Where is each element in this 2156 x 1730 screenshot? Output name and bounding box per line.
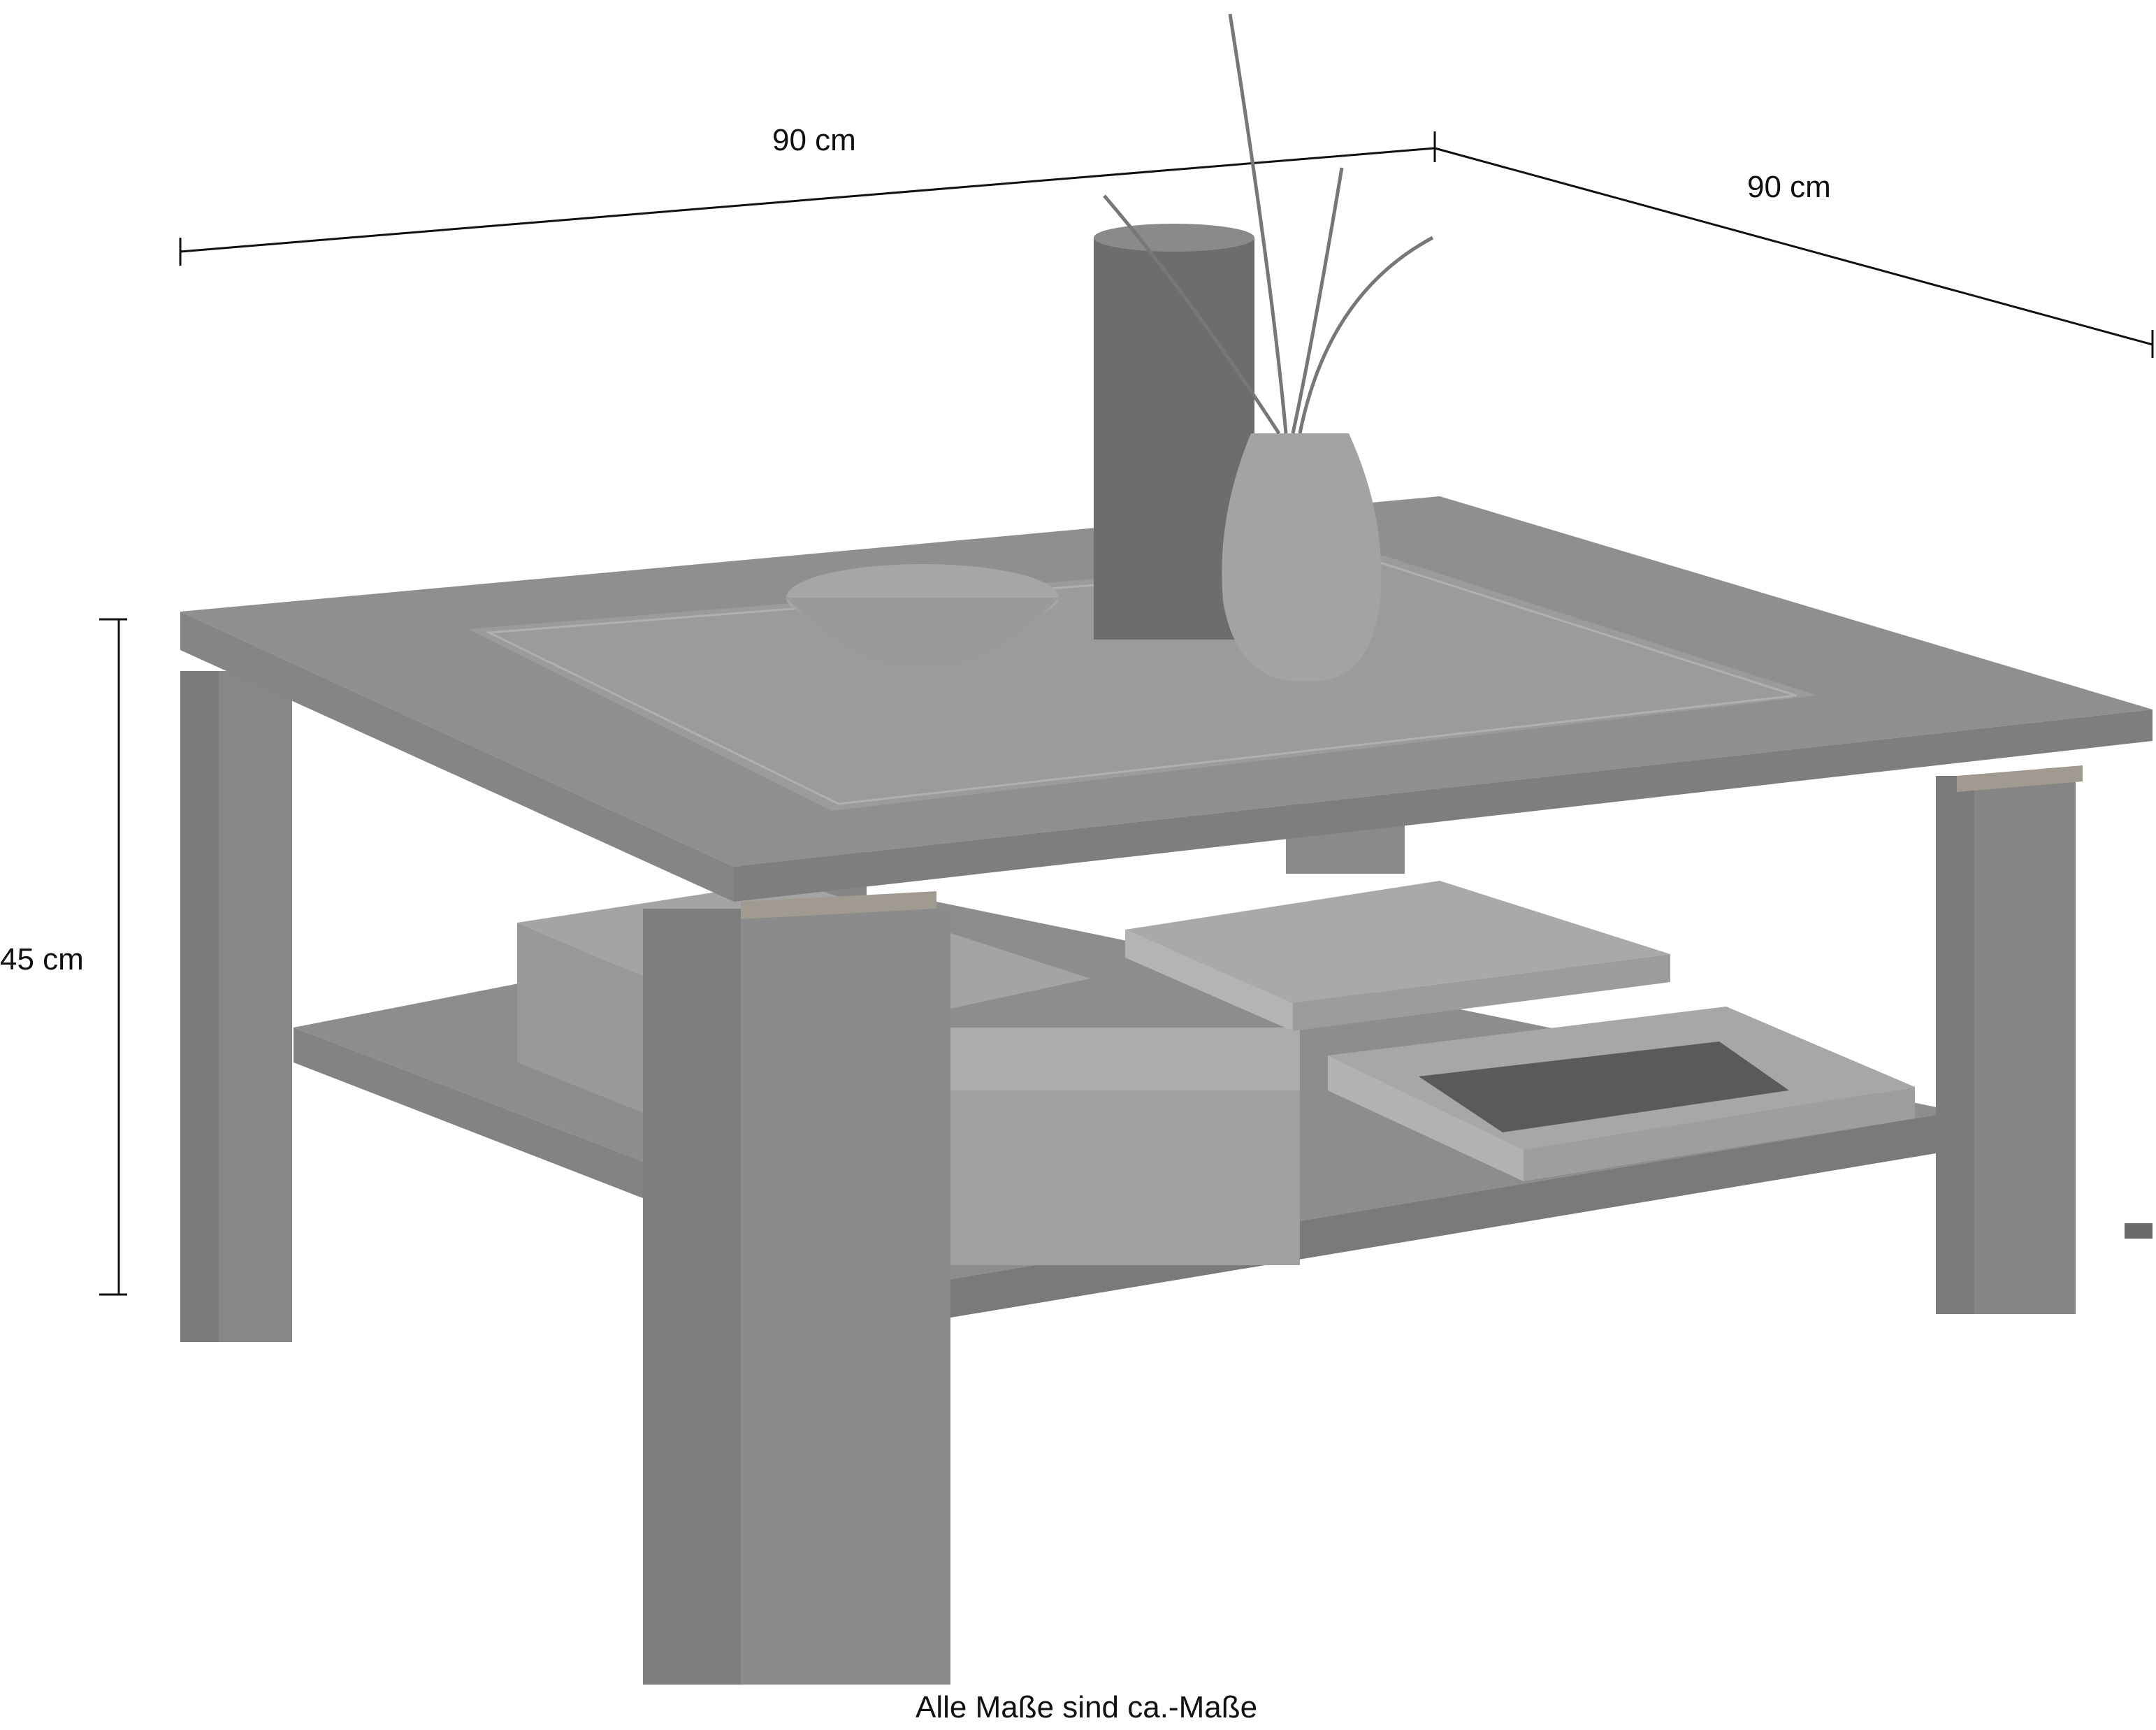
brand-mark	[2125, 1223, 2153, 1239]
table-top-front-edge	[734, 709, 2153, 902]
dimensions-disclaimer: Alle Maße sind ca.-Maße	[916, 1690, 1258, 1724]
width-dimension-line	[180, 147, 1435, 253]
decor-bowl	[786, 564, 1059, 670]
lower-shelf-front-edge	[950, 1111, 1957, 1318]
wood-trim-left	[741, 891, 936, 919]
width-label: 90 cm	[772, 123, 856, 157]
height-label: 45 cm	[0, 942, 84, 976]
books-lower	[1328, 1007, 1915, 1181]
glass-inset	[468, 556, 1817, 811]
depth-dimension-line	[1434, 147, 2153, 346]
wood-trim-right	[1957, 765, 2083, 792]
table-top-left-edge	[180, 612, 734, 902]
dimension-lines	[99, 131, 2154, 1296]
books-upper	[1125, 881, 1670, 1031]
depth-label: 90 cm	[1747, 170, 1831, 204]
decor-branches	[1103, 13, 1434, 435]
decor-round-vase	[1222, 433, 1382, 682]
